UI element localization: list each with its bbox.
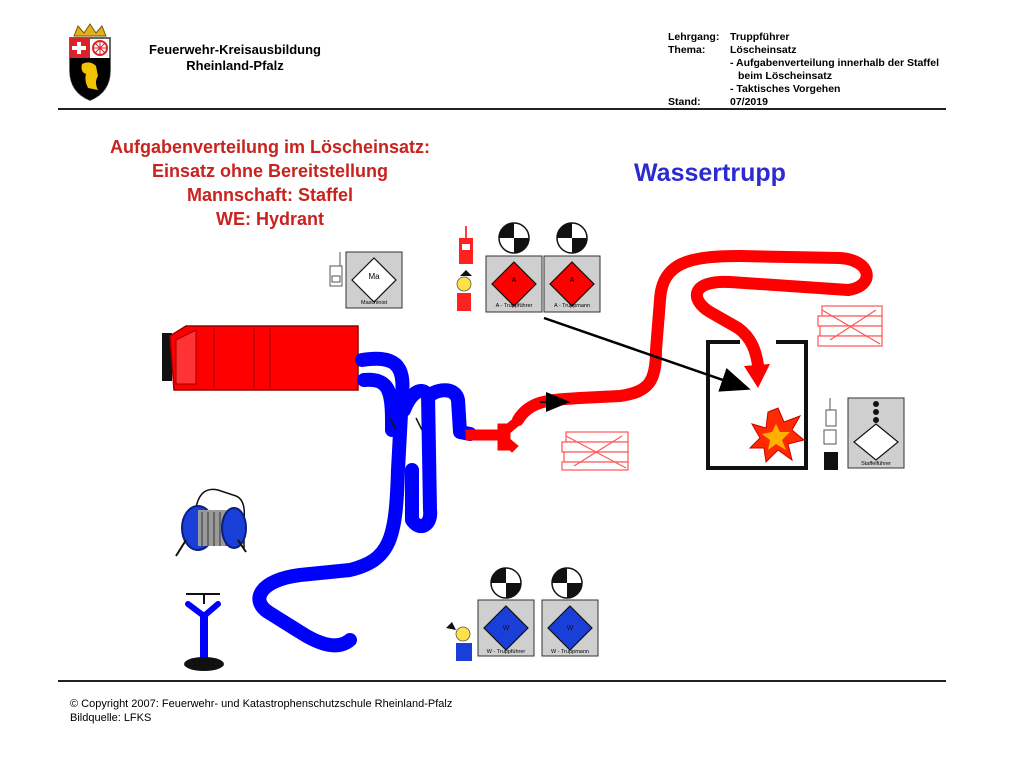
helmet-marker-a-truppfuehrer — [498, 222, 530, 254]
role-w-truppmann-caption: W - Truppmann — [551, 649, 589, 655]
hose-pack-2-icon — [561, 431, 629, 471]
course-value: Truppführer — [730, 31, 790, 43]
role-w-truppmann-symbol: W — [567, 625, 574, 632]
role-w-truppfuehrer-symbol: W — [503, 625, 510, 632]
image-source-text: Bildquelle: LFKS — [70, 712, 152, 724]
hose-pack-1-icon — [817, 305, 883, 347]
header-divider — [58, 108, 946, 110]
topic-value: Löscheinsatz — [730, 44, 797, 56]
role-a-truppmann-caption: A - Truppmann — [554, 303, 590, 309]
title-line-1: Aufgabenverteilung im Löscheinsatz: — [109, 137, 431, 157]
role-staffelfuehrer-caption: Staffelführer — [861, 461, 891, 467]
coupling-marks — [389, 417, 423, 431]
helmet-marker-w-truppmann — [551, 567, 583, 599]
footer: © Copyright 2007: Feuerwehr- und Katastr… — [70, 697, 452, 725]
role-symbol-w-truppfuehrer: W W - Truppführer — [477, 599, 535, 657]
topic-sub-1b: beim Löscheinsatz — [738, 70, 832, 82]
footer-divider — [58, 680, 946, 682]
title-line-2: Einsatz ohne Bereitstellung — [151, 161, 389, 181]
radio-maschinist-icon — [329, 252, 343, 287]
course-info: Lehrgang:Truppführer Thema:Löscheinsatz … — [668, 31, 939, 109]
status-key: Stand: — [668, 96, 701, 108]
role-a-truppfuehrer-symbol: A — [512, 277, 517, 284]
role-symbol-a-truppmann: A A - Truppmann — [543, 255, 601, 313]
title-line-4: WE: Hydrant — [216, 209, 324, 229]
role-a-truppfuehrer-caption: A - Truppführer — [496, 303, 533, 309]
organization-line-2: Rheinland-Pfalz — [186, 58, 284, 73]
diagram-title: Aufgabenverteilung im Löscheinsatz: Eins… — [60, 135, 480, 231]
attack-hose-red — [512, 250, 873, 426]
organization-name: Feuerwehr-Kreisausbildung Rheinland-Pfal… — [140, 42, 330, 74]
supply-hose-blue — [252, 351, 477, 653]
role-maschinist-caption: Maschinist — [361, 300, 387, 306]
role-symbol-w-truppmann: W W - Truppmann — [541, 599, 599, 657]
pointer-arrow — [543, 316, 751, 392]
hose-arrow-head — [744, 364, 770, 388]
radio-staffelfuehrer-icon — [825, 398, 837, 427]
building-outline — [706, 340, 808, 470]
role-symbol-a-truppfuehrer: A A - Truppführer — [485, 255, 543, 313]
copyright-text: © Copyright 2007: Feuerwehr- und Katastr… — [70, 698, 453, 710]
title-line-3: Mannschaft: Staffel — [186, 185, 354, 205]
role-w-truppfuehrer-caption: W - Truppführer — [487, 649, 526, 655]
fire-truck-icon — [162, 325, 359, 391]
trupp-member-staffelfuehrer-icon — [823, 429, 838, 470]
fire-icon — [748, 407, 806, 464]
role-maschinist-symbol: Ma — [368, 272, 380, 281]
topic-key: Thema: — [668, 44, 706, 56]
helmet-marker-a-truppmann — [556, 222, 588, 254]
role-symbol-maschinist: Ma Maschinist — [345, 251, 403, 309]
topic-sub-2: - Taktisches Vorgehen — [730, 83, 841, 95]
organization-line-1: Feuerwehr-Kreisausbildung — [149, 42, 321, 57]
trupp-member-w-icon — [446, 622, 472, 661]
trupp-member-a-icon — [456, 270, 472, 311]
hydrant-icon — [184, 593, 224, 671]
radio-a-trupp-icon — [459, 226, 473, 264]
course-key: Lehrgang: — [668, 31, 720, 43]
highlight-role-title: Wassertrupp — [634, 159, 786, 187]
topic-sub-1: - Aufgabenverteilung innerhalb der Staff… — [730, 57, 940, 69]
status-value: 07/2019 — [730, 96, 768, 108]
distributor-icon — [465, 419, 519, 453]
helmet-marker-w-truppfuehrer — [490, 567, 522, 599]
role-a-truppmann-symbol: A — [570, 277, 575, 284]
hose-reel-icon — [175, 488, 247, 557]
role-symbol-staffelfuehrer: Staffelführer — [847, 397, 905, 469]
